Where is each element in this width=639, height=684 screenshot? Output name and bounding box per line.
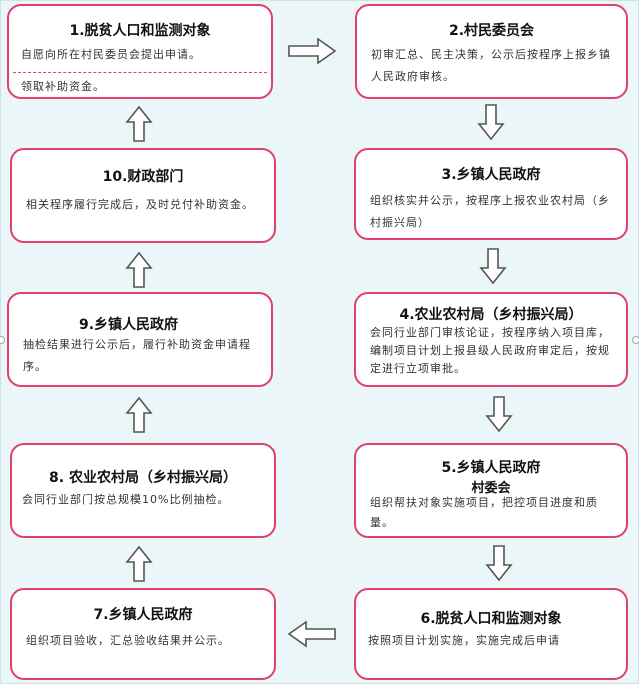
step-8-title: 8. 农业农村局（乡村振兴局） (49, 470, 237, 486)
step-2-body: 初审汇总、民主决策，公示后按程序上报乡镇人民政府审核。 (371, 48, 611, 83)
step-8-box: 8. 农业农村局（乡村振兴局） 会同行业部门按总规模10%比例抽检。 (10, 443, 276, 538)
step-5-title: 5.乡镇人民政府 (441, 460, 541, 476)
step-6-title: 6.脱贫人口和监测对象 (420, 611, 562, 627)
step-5-body: 组织帮扶对象实施项目，把控项目进度和质量。 (370, 496, 598, 529)
arrow-right-1-2 (288, 37, 337, 65)
step-6-body: 按照项目计划实施，实施完成后申请 (368, 634, 560, 647)
arrow-up-7-8 (125, 545, 153, 582)
step-1-divider (13, 72, 267, 73)
step-5-subtitle: 村委会 (471, 481, 511, 496)
step-3-title: 3.乡镇人民政府 (441, 167, 541, 183)
step-10-body: 相关程序履行完成后，及时兑付补助资金。 (26, 198, 254, 211)
step-10-box: 10.财政部门 相关程序履行完成后，及时兑付补助资金。 (10, 148, 276, 243)
arrow-up-8-9 (125, 396, 153, 433)
edge-handle-left (0, 336, 5, 344)
step-7-title: 7.乡镇人民政府 (93, 607, 193, 623)
step-5-box: 5.乡镇人民政府 村委会 组织帮扶对象实施项目，把控项目进度和质量。 (354, 443, 628, 538)
step-8-body: 会同行业部门按总规模10%比例抽检。 (22, 493, 230, 506)
step-1-line2: 领取补助资金。 (21, 80, 105, 93)
arrow-down-2-3 (477, 104, 505, 141)
step-9-body: 抽检结果进行公示后，履行补助资金申请程序。 (23, 338, 251, 373)
step-9-title: 9.乡镇人民政府 (79, 317, 179, 333)
step-9-box: 9.乡镇人民政府 抽检结果进行公示后，履行补助资金申请程序。 (7, 292, 273, 387)
step-7-box: 7.乡镇人民政府 组织项目验收，汇总验收结果并公示。 (10, 588, 276, 680)
arrow-up-10-1 (125, 105, 153, 142)
step-3-box: 3.乡镇人民政府 组织核实并公示，按程序上报农业农村局（乡村振兴局） (354, 148, 628, 240)
step-4-box: 4.农业农村局（乡村振兴局） 会同行业部门审核论证，按程序纳入项目库，编制项目计… (354, 292, 628, 387)
arrow-up-9-10 (125, 251, 153, 288)
step-10-title: 10.财政部门 (102, 169, 184, 185)
step-2-title: 2.村民委员会 (448, 23, 535, 39)
step-2-box: 2.村民委员会 初审汇总、民主决策，公示后按程序上报乡镇人民政府审核。 (355, 4, 628, 99)
arrow-down-3-4 (479, 248, 507, 285)
step-4-body: 会同行业部门审核论证，按程序纳入项目库，编制项目计划上报县级人民政府审定后，按规… (370, 326, 610, 375)
arrow-left-6-7 (287, 620, 336, 648)
step-6-box: 6.脱贫人口和监测对象 按照项目计划实施，实施完成后申请 (354, 588, 628, 680)
step-7-body: 组织项目验收，汇总验收结果并公示。 (26, 634, 230, 647)
step-1-box: 1.脱贫人口和监测对象 自愿向所在村民委员会提出申请。 领取补助资金。 (7, 4, 273, 99)
step-1-line1: 自愿向所在村民委员会提出申请。 (21, 48, 201, 61)
step-4-title: 4.农业农村局（乡村振兴局） (399, 307, 583, 323)
arrow-down-4-5 (485, 396, 513, 433)
step-3-body: 组织核实并公示，按程序上报农业农村局（乡村振兴局） (370, 194, 610, 229)
arrow-down-5-6 (485, 545, 513, 582)
step-1-title: 1.脱贫人口和监测对象 (69, 23, 211, 39)
edge-handle-right (632, 336, 639, 344)
